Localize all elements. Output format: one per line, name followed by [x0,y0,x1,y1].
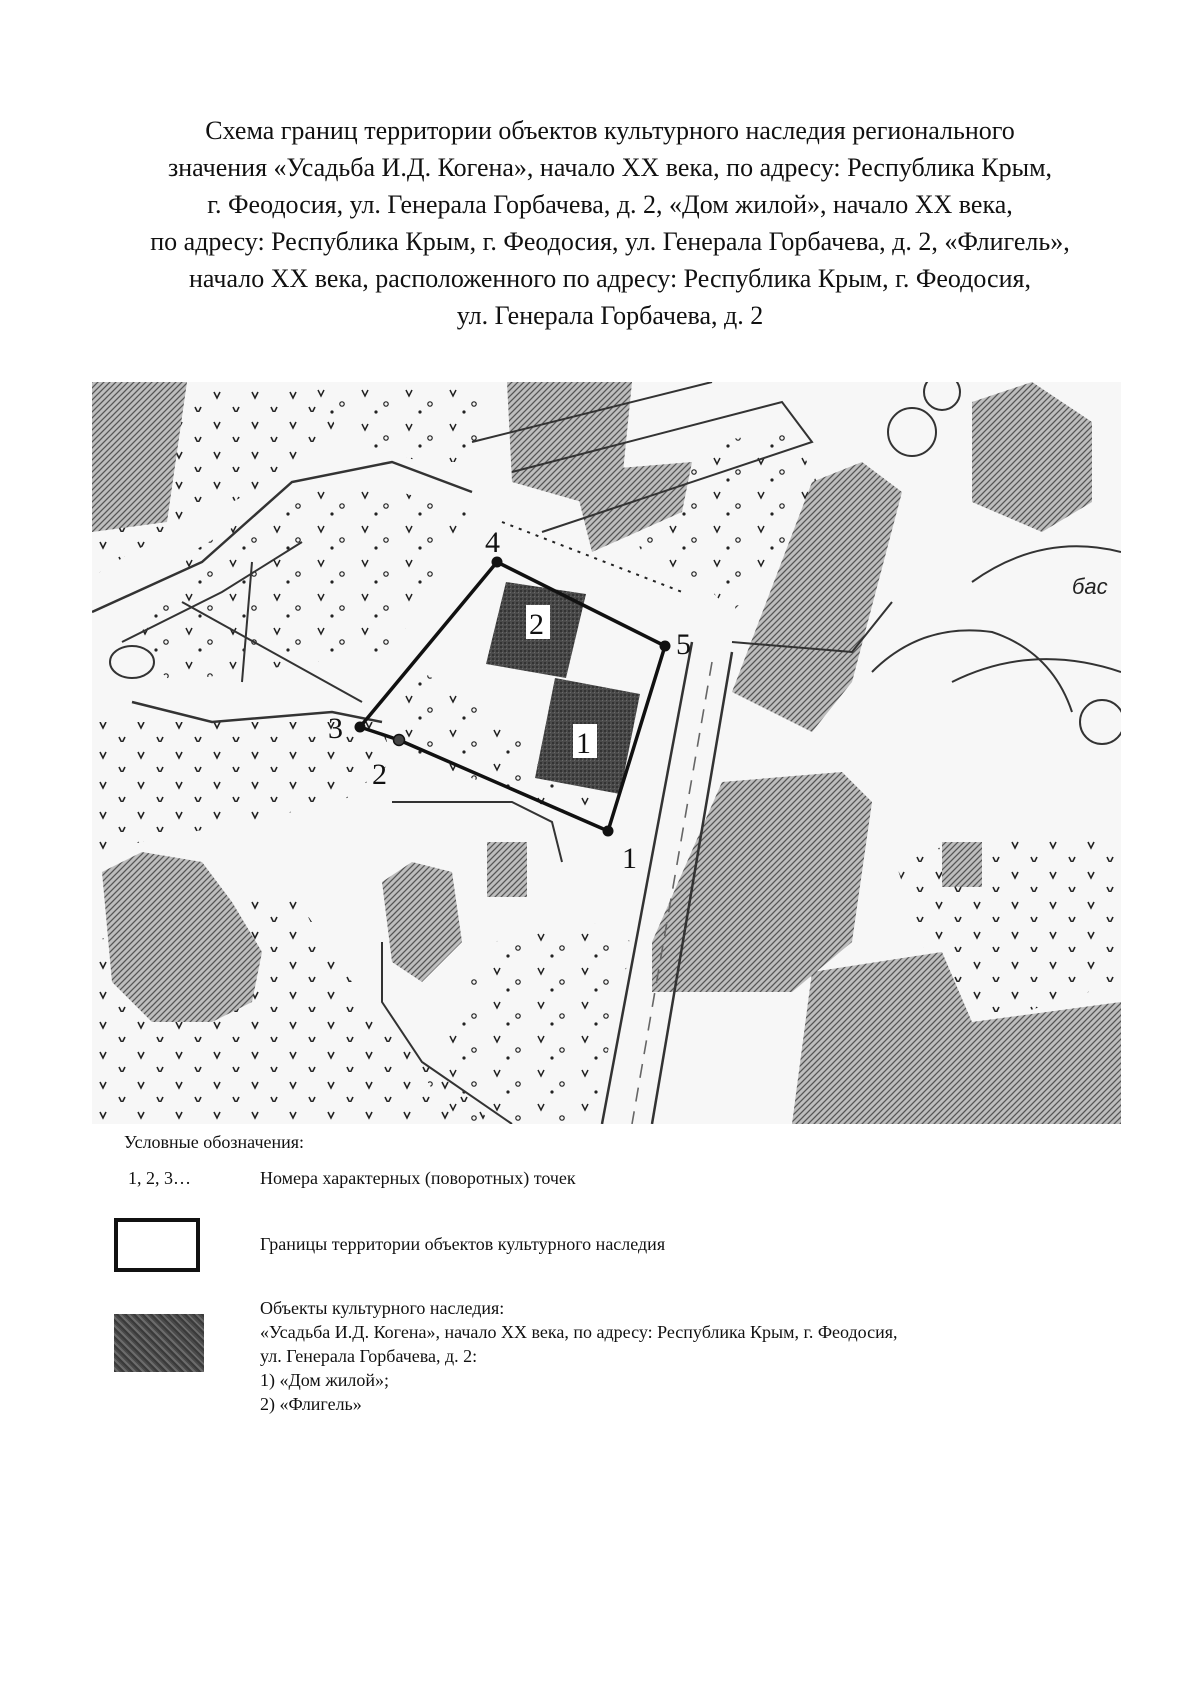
circle-feature-2 [923,382,961,411]
building-northeast [972,382,1092,532]
building-southeast [792,952,1121,1124]
page-title: Схема границ территории объектов культур… [60,112,1160,334]
turning-point-3 [354,721,366,733]
turning-point-label-3: 3 [328,712,343,745]
title-line-3: г. Феодосия, ул. Генерала Горбачева, д. … [207,190,1013,219]
turning-point-2 [392,733,406,747]
building-east-block [652,772,872,992]
building-east-small [942,842,982,887]
title-line-5: начало XX века, расположенного по адресу… [189,264,1031,293]
turning-point-label-5: 5 [676,628,691,661]
legend-row-border: Границы территории объектов культурного … [110,1218,1130,1278]
park-path-1 [121,541,303,643]
object-1-label: 1 [576,727,591,760]
legend-objects-line-4: 1) «Дом жилой»; [260,1370,390,1390]
site-map: бас 2 1 1 2 3 4 5 [92,382,1121,1124]
basin-label: бас [1072,574,1108,599]
legend-objects-line-2: «Усадьба И.Д. Когена», начало XX века, п… [260,1322,898,1342]
legend-border-text: Границы территории объектов культурного … [260,1234,666,1254]
turning-point-label-4: 4 [485,526,500,559]
object-2-label-box [526,605,550,639]
turning-point-4 [491,556,503,568]
basin-outline-north [971,545,1121,583]
circle-feature-1 [887,407,937,457]
street-centre-line [631,661,713,1124]
building-north-small [572,462,692,552]
title-line-1: Схема границ территории объектов культур… [205,116,1015,145]
legend-objects-line-3: ул. Генерала Горбачева, д. 2: [260,1346,478,1366]
turning-point-5 [659,640,671,652]
road-edge-north-1 [471,382,713,443]
legend-points-text: Номера характерных (поворотных) точек [260,1168,576,1188]
road-edge-park-north [92,460,473,614]
object-1-label-box [573,724,597,758]
legend-objects-text: Объекты культурного наследия: «Усадьба И… [260,1296,1122,1416]
turning-point-label-2: 2 [372,758,387,791]
title-line-2: значения «Усадьба И.Д. Когена», начало X… [167,153,1053,182]
turning-point-1 [602,825,614,837]
circular-drive [871,629,1073,713]
object-2-label: 2 [529,608,544,641]
park-square [132,487,472,682]
building-nw [92,382,187,532]
road-edge-west [131,700,383,724]
lot-outline-south [392,801,563,863]
title-line-4: по адресу: Республика Крым, г. Феодосия,… [150,227,1070,256]
turning-point-label-1: 1 [622,842,637,875]
legend-title: Условные обозначения: [124,1132,305,1152]
title-line-6: ул. Генерала Горбачева, д. 2 [456,301,764,330]
road-edge-southwest [381,942,513,1124]
road-building-outline-north [511,400,814,533]
building-west-irregular [102,852,262,1022]
legend-points-key: 1, 2, 3… [128,1168,191,1188]
park-roundabout [109,645,155,679]
street-west-edge [600,641,694,1124]
legend-row-objects: Объекты культурного наследия: «Усадьба И… [110,1296,1130,1426]
basin-outline-south [951,658,1121,683]
green-area-n [302,382,492,462]
circle-feature-3 [1079,699,1121,745]
legend-objects-line-5: 2) «Флигель» [260,1394,362,1414]
park-path-vertical [241,561,253,683]
legend-object-symbol [114,1314,204,1372]
green-area-w [92,722,392,852]
road-edge-east [731,601,893,654]
map-canvas: бас 2 1 1 2 3 4 5 [92,382,1121,1124]
legend-border-symbol [114,1218,200,1272]
green-area-s [422,922,632,1124]
heritage-territory-boundary [358,560,667,833]
building-east-long [732,462,902,732]
legend-row-points: 1, 2, 3… Номера характерных (поворотных)… [110,1166,1130,1192]
legend-objects-line-1: Объекты культурного наследия: [260,1298,505,1318]
park-path-diagonal [181,601,363,703]
building-south [382,862,462,982]
street-east-edge [650,651,734,1124]
building-south-small [487,842,527,897]
